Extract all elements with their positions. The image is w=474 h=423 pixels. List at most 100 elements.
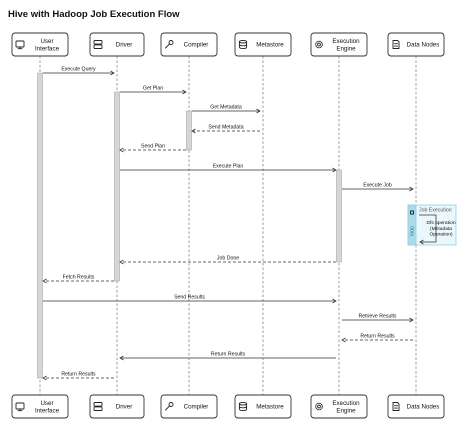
participant-compiler-label: Compiler [184,42,209,49]
participant-driver-box [89,394,145,419]
message: Return Results [42,372,114,381]
message-arrowhead [182,89,187,95]
message-arrowhead [42,278,47,284]
message-arrowhead [110,70,115,76]
loop-self-message-label: Operation) [429,232,452,238]
participant-compiler-bottom: Compiler [160,394,218,419]
participant-datanodes-box [387,32,445,57]
participant-engine-box [310,394,368,419]
activation-bars [37,72,342,379]
participant-ui-label: User [40,400,53,407]
activation-bar-compiler [186,110,192,151]
message: Send Results [43,295,337,304]
gear-icon [315,402,323,411]
monitor-icon [15,40,25,50]
participant-datanodes-top: Data Nodes [387,32,445,57]
message-label: Send Metadata [208,125,243,131]
file-icon [392,40,400,49]
participant-metastore-box [234,394,292,419]
message-label: Retrieve Results [358,314,396,320]
participant-engine-label: Engine [336,407,356,414]
file-icon [392,402,400,411]
participant-metastore-box [234,32,292,57]
participant-engine-label: Engine [336,45,356,52]
participant-driver-label: Driver [116,404,133,411]
message-label: Return Results [211,352,246,358]
message-arrowhead [409,317,414,323]
participant-datanodes-label: Data Nodes [407,42,440,49]
loop-tag: loop [410,226,416,236]
message-label: Return Results [61,372,96,378]
participant-datanodes-bottom: Data Nodes [387,394,445,419]
participant-compiler-box [160,394,218,419]
message: Return Results [341,334,413,343]
loop-self-message-arrowhead [419,239,424,245]
server-icon [93,40,103,49]
participant-ui-box [11,394,69,419]
message-label: Fetch Results [63,275,95,281]
participant-driver-top: Driver [89,32,145,57]
message-arrowhead [332,298,337,304]
message-label: Send Plan [141,144,165,150]
server-icon [93,402,103,411]
participant-ui-box [11,32,69,57]
participant-metastore-label: Metastore [256,42,284,49]
participant-metastore-top: Metastore [234,32,292,57]
message-arrowhead [119,147,124,153]
activation-bar-driver [114,91,120,282]
message: Execute Query [43,67,115,76]
loop-tag-box [407,204,417,246]
diagram-title: Hive with Hadoop Job Execution Flow [8,9,180,20]
message: Return Results [119,352,336,361]
message-arrowhead [409,186,414,192]
message: Retrieve Results [342,314,414,323]
message-label: Send Results [174,295,205,301]
database-icon [238,401,248,412]
message-arrowhead [119,355,124,361]
message: Execute Job [342,183,414,192]
message-label: Execute Query [61,67,96,73]
message: Execute Plan [120,164,337,173]
loop-self-message-label: Dfs operation [426,220,455,226]
message-arrowhead [191,128,196,134]
gear-icon [315,40,323,49]
loop-icon [410,210,414,215]
participant-driver-bottom: Driver [89,394,145,419]
participant-datanodes-box [387,394,445,419]
monitor-icon [15,402,25,412]
participant-driver-box [89,32,145,57]
message: Send Plan [119,144,186,153]
message-label: Execute Plan [213,164,244,170]
participant-ui-label: Interface [35,45,60,52]
message: Get Plan [120,86,187,95]
message-label: Return Results [360,334,395,340]
loop-title: Job Execution [419,208,452,214]
message: Send Metadata [191,125,260,134]
wrench-icon [165,402,174,411]
participant-driver-label: Driver [116,42,133,49]
wrench-icon [165,40,174,49]
activation-bar-engine [336,169,342,263]
message: Job Done [119,256,336,265]
loop-self-message-label: (Metadata [430,226,452,232]
message-arrowhead [119,259,124,265]
database-icon [238,39,248,50]
participant-compiler-label: Compiler [184,404,209,411]
message: Get Metadata [192,105,261,114]
activation-bar-ui [37,72,43,379]
participant-ui-label: Interface [35,407,60,414]
participant-engine-box [310,32,368,57]
participant-metastore-label: Metastore [256,404,284,411]
participant-datanodes-label: Data Nodes [407,404,440,411]
message-label: Get Metadata [210,105,242,111]
message-label: Execute Job [363,183,392,189]
participant-metastore-bottom: Metastore [234,394,292,419]
participant-compiler-top: Compiler [160,32,218,57]
